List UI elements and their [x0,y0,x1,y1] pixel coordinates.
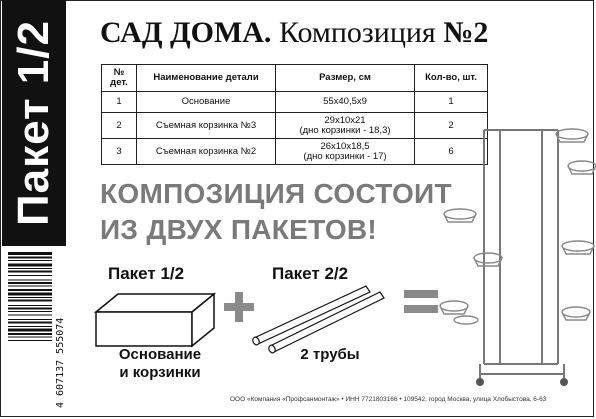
package2-caption: 2 трубы [300,346,360,363]
cell-size-main: 26х10х18,5 [320,140,370,152]
headline-line-1: КОМПОЗИЦИЯ СОСТОИТ [100,178,452,209]
plus-icon [224,292,254,322]
parts-table: № дет. Наименование детали Размер, см Ко… [101,64,488,165]
header-name: Наименование детали [136,64,276,92]
header-qty: Кол-во, шт. [414,64,488,92]
page-title: САД ДОМА. Композиция №2 [100,16,488,50]
table-header-row: № дет. Наименование детали Размер, см Ко… [101,64,488,92]
header-size: Размер, см [275,64,415,92]
stand-illustration [439,128,596,386]
package1-label: Пакет 1/2 [108,264,185,283]
cell-size: 29х10х21(дно корзинки - 18,3) [275,112,415,139]
title-composition: Композиция [271,16,444,49]
cell-num: 1 [101,91,137,113]
tubes-icon [252,285,385,354]
cell-size-main: 29х10х21 [324,114,366,126]
cell-size-main: 55х40,5х9 [323,96,367,107]
table-row: 2 Съемная корзинка №3 29х10х21(дно корзи… [101,112,488,139]
cell-name: Съемная корзинка №2 [136,138,276,165]
box-icon [93,292,217,348]
cell-qty: 1 [414,91,488,113]
package-number-label: Пакет 1/2 [9,20,58,226]
cell-name: Съемная корзинка №3 [136,112,276,139]
package1-caption: Основание и корзинки [100,346,220,382]
barcode-icon [8,252,52,341]
company-footer: ООО «Компания «Профсанмонтаж» • ИНН 7721… [230,396,547,403]
cell-size-note: (дно корзинки - 17) [303,150,387,162]
cell-size-note: (дно корзинки - 18,3) [299,124,391,136]
cell-qty: 6 [414,138,488,165]
equals-icon [404,290,438,313]
cell-num: 3 [101,138,137,165]
title-number: №2 [443,16,489,49]
title-brand: САД ДОМА. [100,16,272,49]
package-sidebar: Пакет 1/2 [2,0,66,246]
package2-label: Пакет 2/2 [272,264,349,283]
cell-num: 2 [101,112,137,139]
table-row: 1 Основание 55х40,5х9 1 [101,91,488,113]
cell-size: 55х40,5х9 [275,91,415,113]
cell-name: Основание [136,91,276,113]
headline-line-2: ИЗ ДВУХ ПАКЕТОВ! [100,214,378,245]
barcode-number: 4 607137 555074 [55,317,66,408]
barcode-digits: 4 607137 555074 [55,252,69,408]
cell-size: 26х10х18,5(дно корзинки - 17) [275,138,415,165]
package1-caption-line2: и корзинки [119,364,201,381]
table-row: 3 Съемная корзинка №2 26х10х18,5(дно кор… [101,138,488,165]
header-num: № дет. [101,64,137,92]
package1-caption-line1: Основание [118,346,202,363]
